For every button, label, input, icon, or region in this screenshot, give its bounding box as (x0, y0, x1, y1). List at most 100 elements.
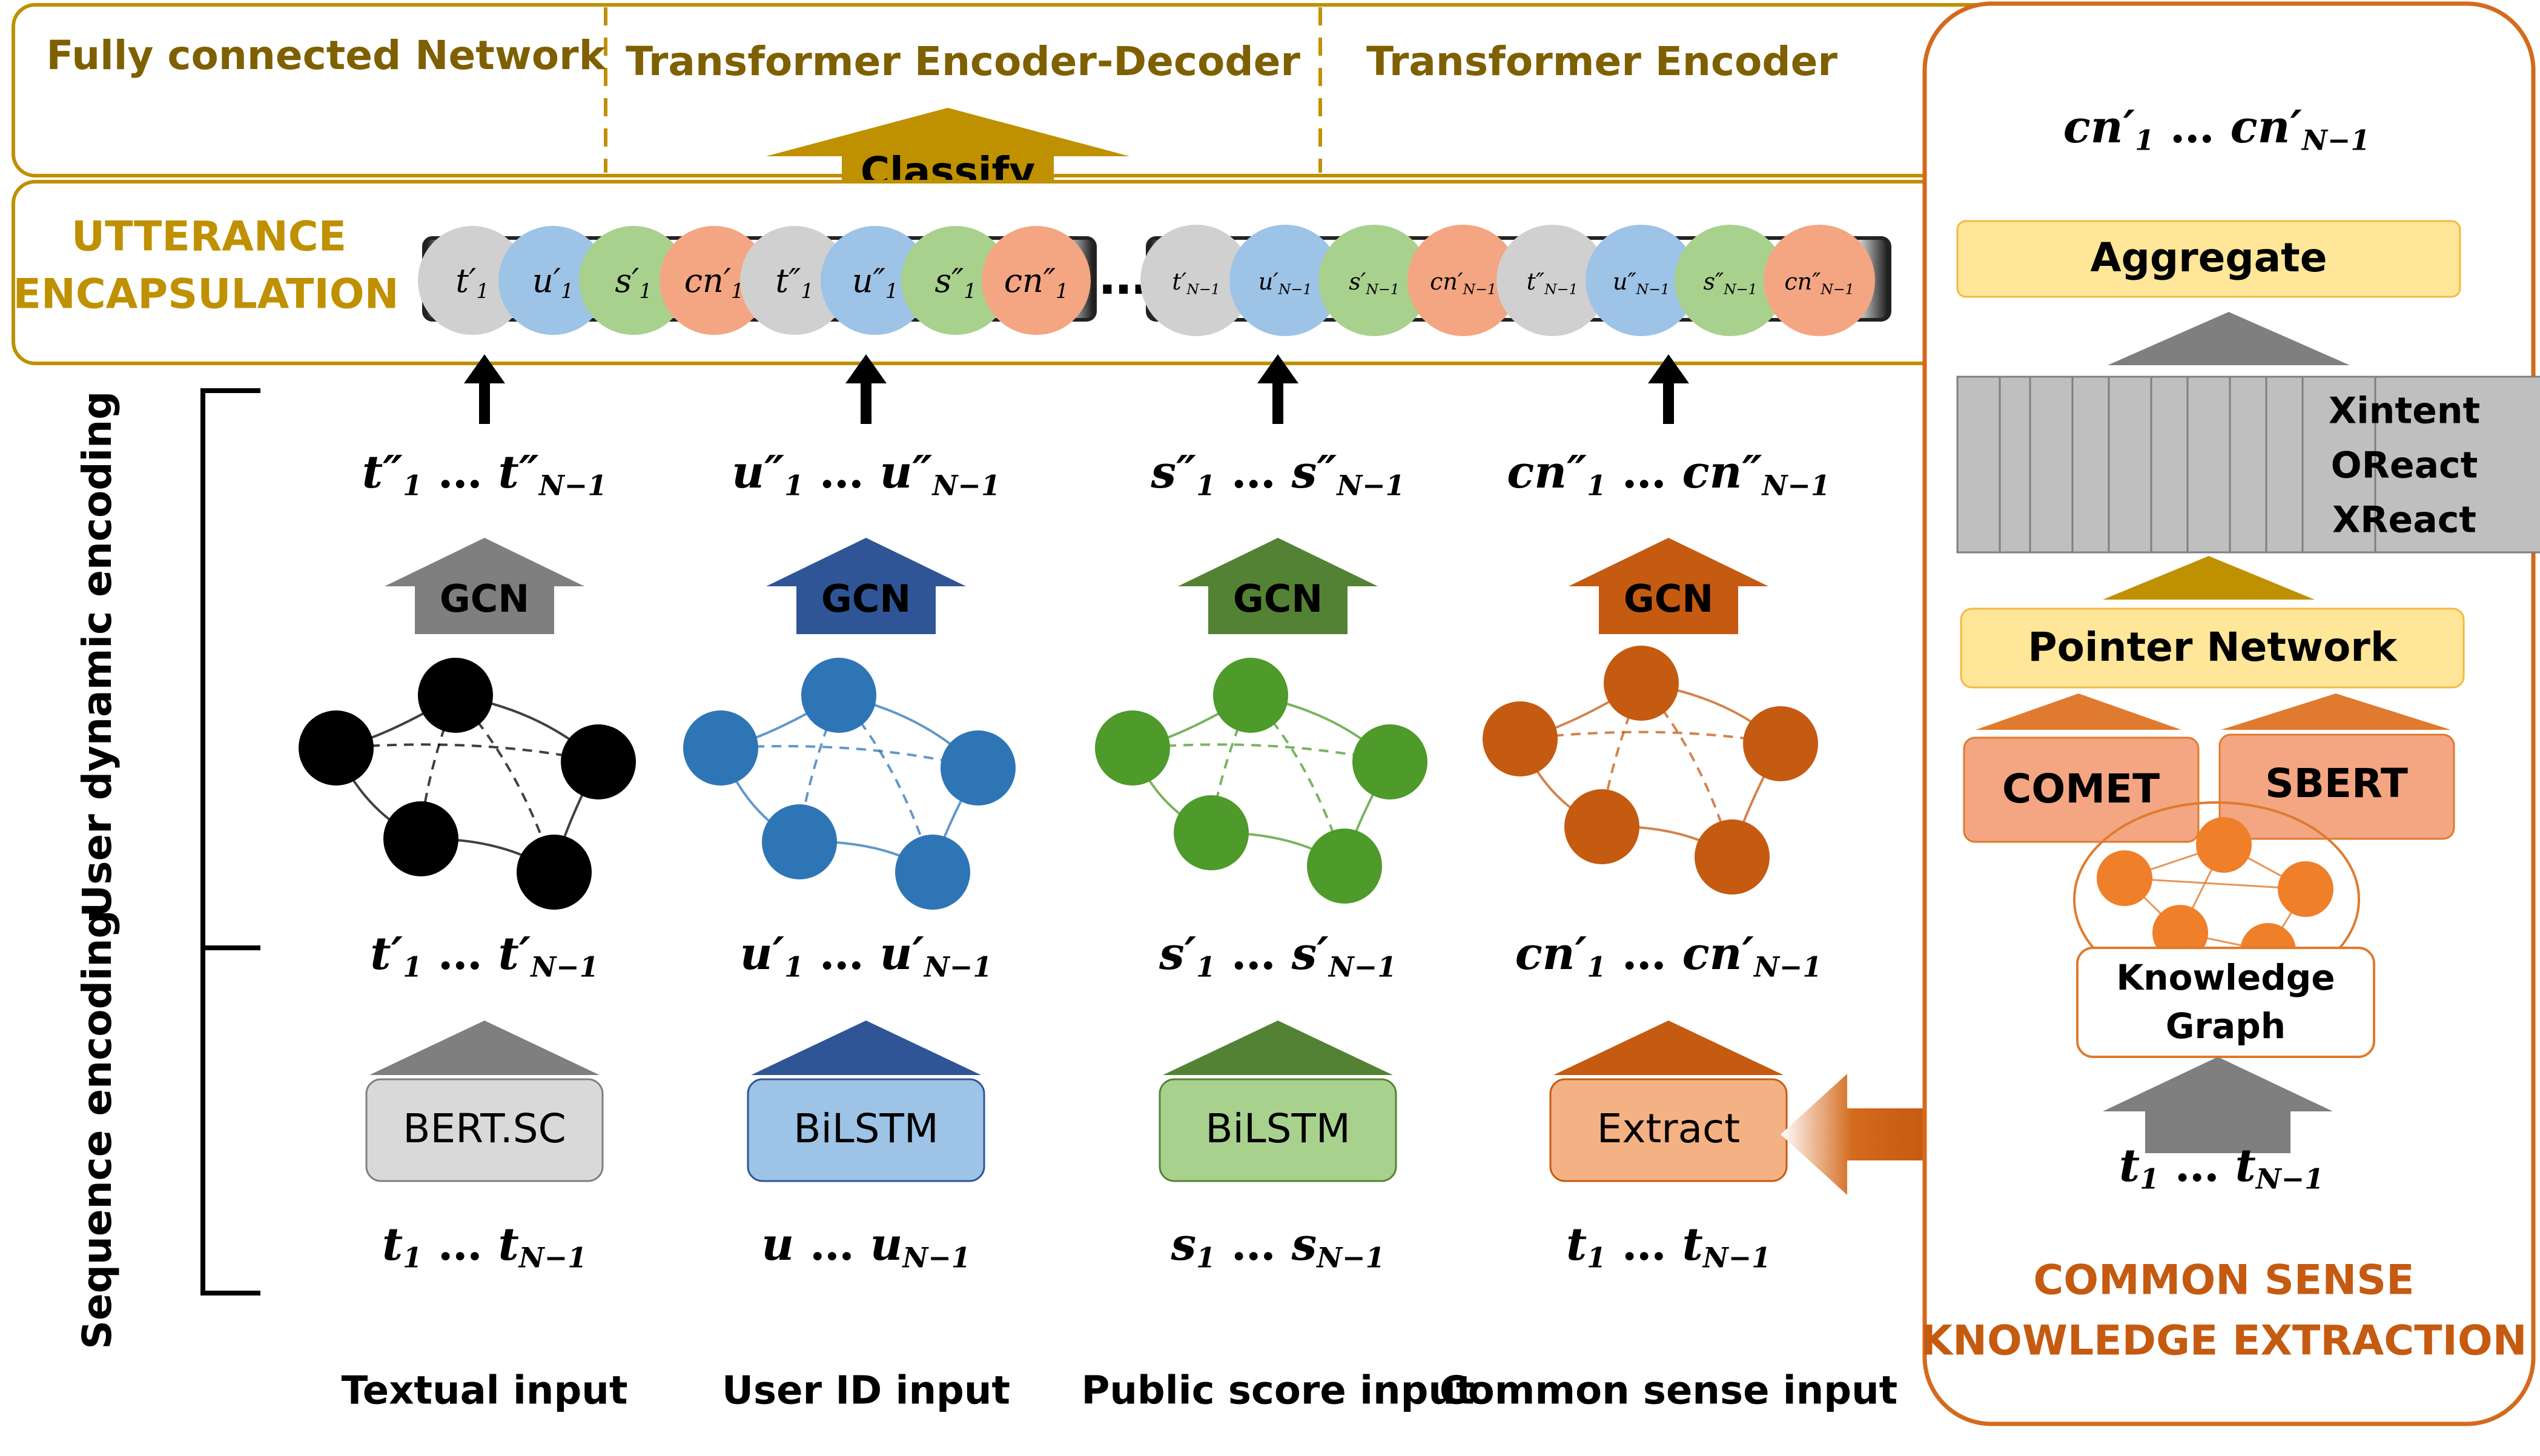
aggregate-box (1956, 220, 2461, 298)
encoder-label-score: BiLSTM (1205, 1105, 1351, 1152)
token-node (1497, 225, 1608, 336)
encoding-single-prime-text: t′1​ … t′N−1​ (370, 928, 598, 984)
encoder-arrow-score (1163, 1021, 1393, 1075)
token-node (579, 226, 688, 335)
encoder-box-text (365, 1078, 604, 1182)
graph-node (418, 658, 493, 733)
gcn-arrow-score (1178, 538, 1378, 634)
token-node (982, 226, 1091, 335)
encoding-single-prime-score: s′1​ … s′N−1​ (1159, 928, 1397, 984)
relation-layers (1956, 376, 2540, 554)
token-label: u′N−1​ (1258, 268, 1312, 298)
input-label-common: Common sense input (1440, 1369, 1897, 1414)
token-node (660, 226, 769, 335)
token-label: s′N−1​ (1349, 268, 1399, 298)
graph-node (1174, 795, 1249, 870)
graph-node (299, 710, 374, 786)
token-node (821, 226, 930, 335)
graph-node (1743, 706, 1818, 781)
knowledge-input-arrow (2103, 1057, 2333, 1153)
header-section-0: Fully connected Network (46, 32, 606, 79)
raw-input-common: t1​ … tN−1​ (1566, 1219, 1771, 1274)
encoding-double-prime-text: t″1​ … t″N−1​ (362, 446, 607, 502)
token-label: cn″1​ (1004, 262, 1069, 303)
token-label: cn″N−1​ (1784, 268, 1854, 298)
graph-node (1483, 701, 1558, 776)
encoding-double-prime-score: s″1​ … s″N−1​ (1150, 446, 1404, 502)
raw-input-score: s1​ … sN−1​ (1170, 1219, 1384, 1274)
graph-node (1095, 710, 1170, 786)
token-bar-first: t′1​u′1​s′1​cn′1​t″1​u″1​s″1​cn″1​ (418, 226, 1097, 335)
token-label: t″N−1​ (1527, 268, 1578, 298)
up-arrow-common (1648, 354, 1689, 424)
token-label: t′N−1​ (1172, 268, 1220, 298)
extract-feed-arrow (1781, 1074, 1926, 1195)
encoder-arrow-user (751, 1021, 981, 1075)
token-node (1318, 225, 1430, 336)
token-label: s″1​ (934, 262, 976, 303)
comet-box (1963, 736, 2200, 843)
token-bar-last: t′N−1​ u′N−1​ s′N−1​ cn′N−1​ t″N−1​ u″N−1​ s″N… (1140, 225, 1891, 336)
token-label: u″N−1​ (1613, 268, 1670, 298)
side-label-sequence: Sequence encoding (74, 910, 121, 1349)
encoder-label-common: Extract (1597, 1105, 1740, 1152)
token-node (1764, 225, 1875, 336)
header-section-2: Transformer Encoder (1366, 38, 1837, 85)
gcn-arrow-user (766, 538, 966, 634)
encoder-label-text: BERT.SC (403, 1105, 566, 1152)
token-label: cn′N−1​ (1430, 268, 1497, 298)
token-node (1140, 225, 1252, 336)
up-arrow-text (464, 354, 505, 424)
encoder-label-user: BiLSTM (793, 1105, 939, 1152)
aggregate-label: Aggregate (2091, 234, 2327, 281)
input-label-text: Textual input (342, 1369, 628, 1414)
encoding-single-prime-user: u′1​ … u′N−1​ (740, 928, 992, 984)
graph-node (1695, 819, 1770, 895)
relation-label-0: Xintent (2329, 390, 2480, 432)
graph-node (1352, 724, 1427, 799)
aggregate-arrow (2108, 312, 2350, 365)
graph-node (895, 835, 970, 910)
encoding-double-prime-user: u″1​ … u″N−1​ (732, 446, 1000, 502)
input-label-user: User ID input (722, 1369, 1010, 1414)
header-section-1: Transformer Encoder-Decoder (626, 38, 1300, 85)
pointer-arrow (2103, 556, 2315, 600)
token-label: u′1​ (532, 262, 574, 303)
encapsulation-title: ENCAPSULATION (13, 271, 399, 319)
knowledge-title: KNOWLEDGE EXTRACTION (1920, 1317, 2527, 1365)
graph-node (383, 801, 458, 876)
token-label: t″1​ (775, 262, 813, 303)
graph-node (683, 710, 758, 786)
gcn-label-common: GCN (1624, 577, 1713, 621)
relation-label-1: OReact (2331, 445, 2478, 487)
column-user (683, 658, 1016, 910)
token-label: u″1​ (852, 262, 898, 303)
knowledge-title: COMMON SENSE (2033, 1257, 2414, 1305)
token-label: s″N−1​ (1703, 268, 1757, 298)
token-node (498, 226, 607, 335)
graph-node (1564, 789, 1639, 864)
relation-label-2: XReact (2332, 499, 2476, 541)
graph-node (1213, 658, 1288, 733)
knowledge-graph-label: Graph (2166, 1005, 2286, 1047)
knowledge-panel (1922, 1, 2536, 1426)
graph-node (941, 730, 1016, 806)
gcn-label-text: GCN (440, 577, 529, 621)
pointer-label: Pointer Network (2028, 624, 2398, 670)
token-node (901, 226, 1010, 335)
column-score (1095, 658, 1427, 904)
graph-node (561, 724, 636, 799)
column-text (299, 658, 636, 910)
side-bracket (200, 388, 260, 1296)
token-node (418, 226, 527, 335)
token-node (740, 226, 849, 335)
encoder-box-user (747, 1078, 985, 1182)
knowledge-graph-label: Knowledge (2116, 957, 2335, 998)
gcn-arrow-common (1569, 538, 1768, 634)
gcn-label-score: GCN (1233, 577, 1323, 621)
raw-input-user: u … uN−1​ (761, 1219, 970, 1274)
up-arrow-user (845, 354, 887, 424)
comet-arrow (1976, 693, 2181, 730)
token-label: s′1​ (615, 262, 652, 303)
